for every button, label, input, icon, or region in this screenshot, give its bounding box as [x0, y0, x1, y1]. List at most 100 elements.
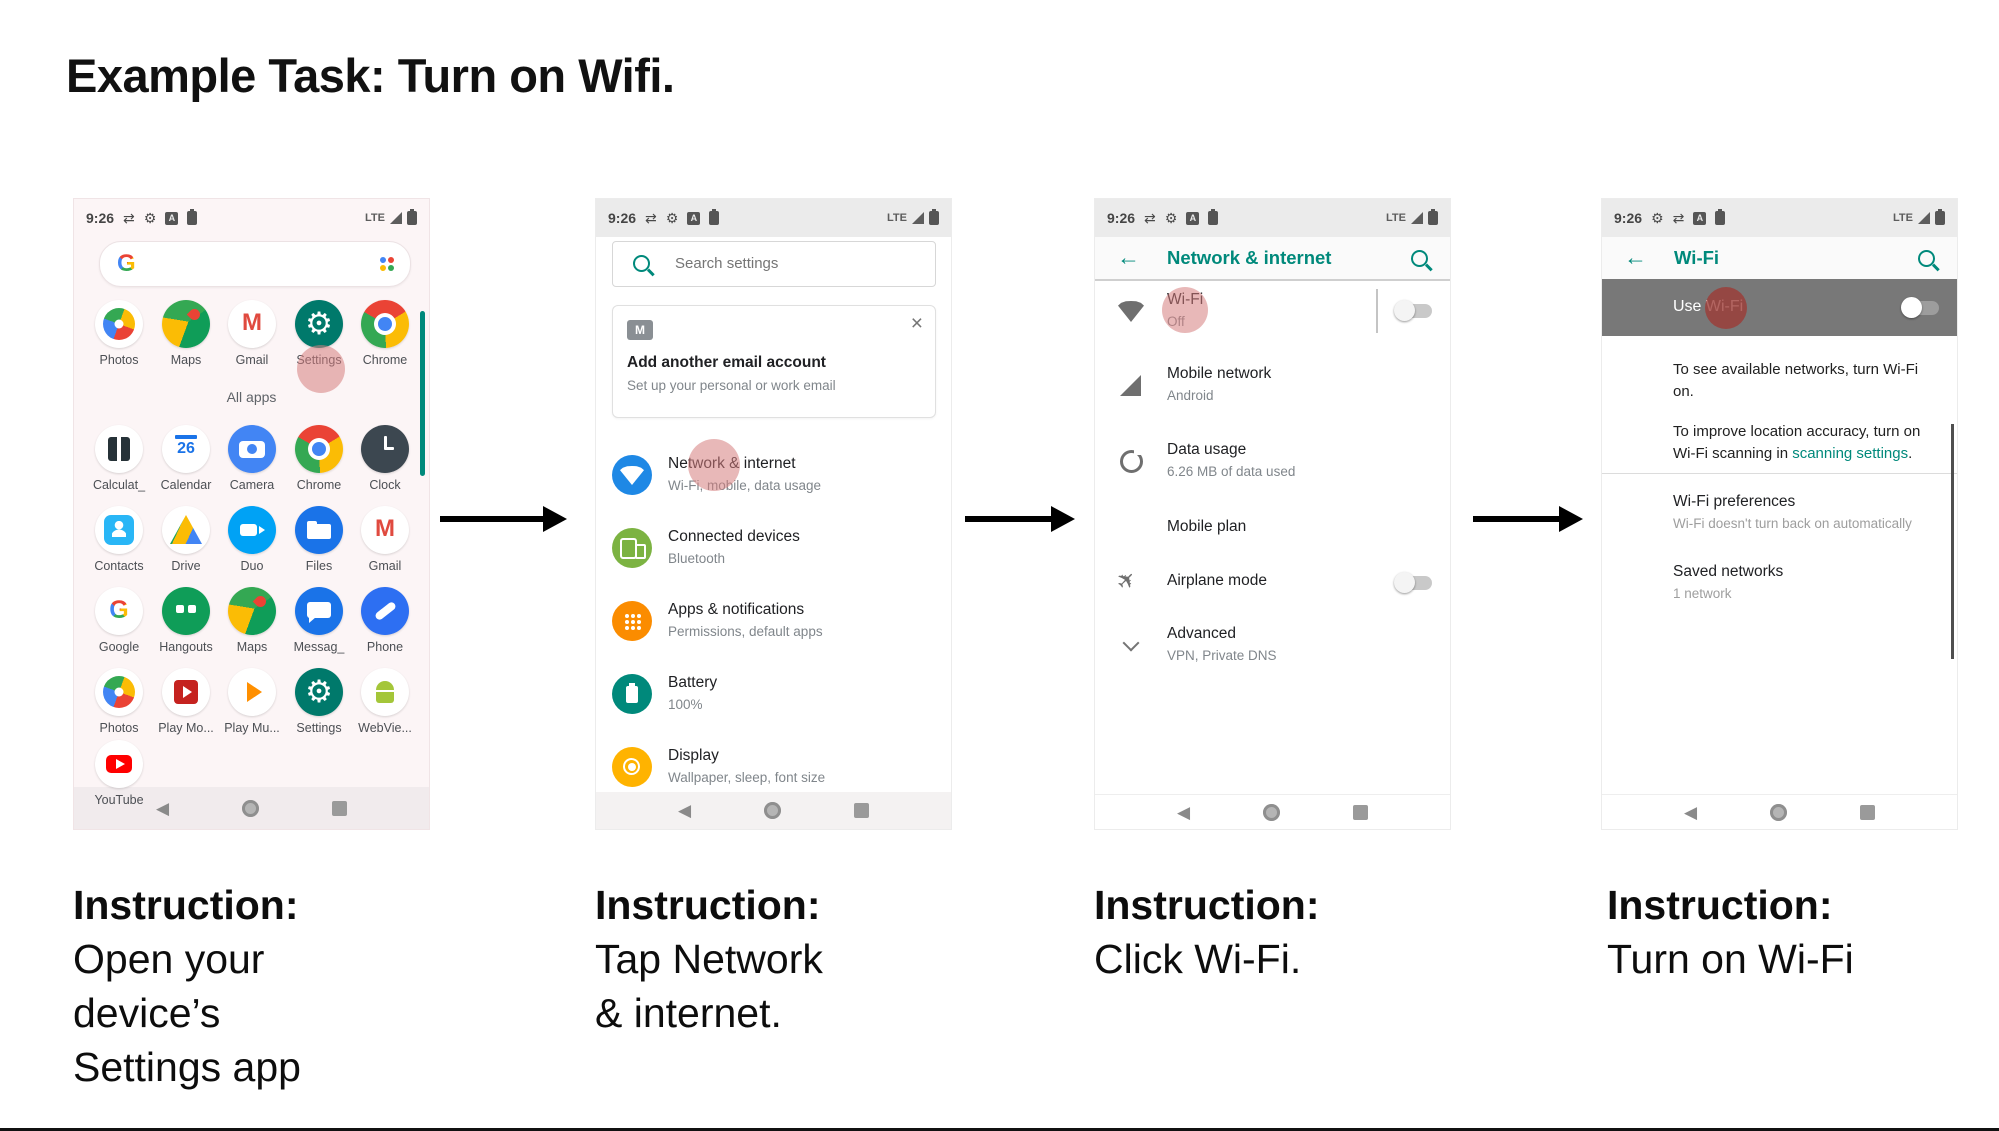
chrome-icon — [295, 425, 343, 473]
letter-a-icon — [165, 211, 179, 225]
app-chrome-2[interactable]: Chrome — [286, 425, 352, 492]
saved-networks-subtitle: 1 network — [1673, 586, 1732, 601]
wifi-toggle[interactable] — [1394, 300, 1432, 321]
use-wifi-banner[interactable]: Use Wi-Fi — [1602, 279, 1957, 336]
app-calendar[interactable]: Calendar — [153, 425, 219, 492]
flow-arrow — [965, 506, 1075, 532]
app-play-movies[interactable]: Play Mo... — [153, 668, 219, 735]
instruction-caption-1: Instruction: Open your device’s Settings… — [73, 882, 301, 1090]
nav-home-button[interactable] — [1263, 803, 1281, 821]
app-gmail-2[interactable]: Gmail — [352, 506, 418, 573]
app-photos[interactable]: Photos — [86, 300, 152, 367]
app-youtube[interactable]: YouTube — [86, 740, 152, 807]
settings-item-connected-devices[interactable]: Connected devices Bluetooth — [596, 520, 951, 576]
wifi-preferences-title[interactable]: Wi-Fi preferences — [1673, 493, 1796, 510]
letter-a-icon — [1186, 211, 1200, 225]
status-bar: 9:26 ⇄ ⚙ LTE — [1095, 199, 1450, 237]
launcher-scrollbar[interactable] — [420, 311, 425, 476]
tap-indicator — [297, 345, 345, 393]
settings-search-input[interactable]: Search settings — [612, 241, 936, 287]
google-search-bar[interactable]: G — [99, 241, 411, 287]
maps-icon — [228, 587, 276, 635]
scrollbar[interactable] — [1951, 424, 1954, 659]
nav-recents-button[interactable] — [332, 800, 348, 816]
mobile-network-row[interactable]: Mobile network Android — [1095, 357, 1450, 413]
app-webview[interactable]: WebVie... — [352, 668, 418, 735]
app-calculator[interactable]: Calculat_ — [86, 425, 152, 492]
search-icon[interactable] — [1411, 250, 1428, 267]
search-icon — [633, 255, 650, 272]
display-brightness-icon — [612, 747, 652, 787]
app-camera[interactable]: Camera — [219, 425, 285, 492]
app-files[interactable]: Files — [286, 506, 352, 573]
settings-item-battery[interactable]: Battery 100% — [596, 666, 951, 722]
scanning-settings-link[interactable]: scanning settings — [1792, 445, 1909, 462]
airplane-mode-row[interactable]: Airplane mode — [1095, 555, 1450, 611]
settings-item-network-internet[interactable]: Network & internet Wi-Fi, mobile, data u… — [596, 439, 951, 503]
saved-networks-title[interactable]: Saved networks — [1673, 563, 1784, 580]
sim-icon — [709, 209, 720, 225]
back-arrow-icon[interactable]: ← — [1117, 244, 1140, 270]
advanced-row[interactable]: Advanced VPN, Private DNS — [1095, 617, 1450, 673]
app-messages[interactable]: Messag_ — [286, 587, 352, 654]
email-suggestion-card[interactable]: × Add another email account Set up your … — [612, 305, 936, 418]
signal-icon — [1918, 212, 1930, 224]
app-duo[interactable]: Duo — [219, 506, 285, 573]
close-icon[interactable]: × — [910, 312, 923, 335]
use-wifi-toggle[interactable] — [1901, 297, 1939, 318]
app-play-music[interactable]: Play Mu... — [219, 668, 285, 735]
app-clock[interactable]: Clock — [352, 425, 418, 492]
maps-icon — [162, 300, 210, 348]
instruction-caption-2: Instruction: Tap Network & internet. — [595, 882, 823, 1036]
app-settings[interactable]: Settings — [286, 300, 352, 367]
app-google[interactable]: Google — [86, 587, 152, 654]
instruction-caption-4: Instruction: Turn on Wi-Fi — [1607, 882, 1854, 982]
nav-back-button[interactable]: ◀ — [155, 798, 170, 818]
app-chrome[interactable]: Chrome — [352, 300, 418, 367]
wifi-row[interactable]: Wi-Fi Off — [1095, 283, 1450, 339]
app-drive[interactable]: Drive — [153, 506, 219, 573]
app-contacts[interactable]: Contacts — [86, 506, 152, 573]
carrier-label: LTE — [365, 212, 385, 224]
nav-home-button[interactable] — [242, 799, 260, 817]
data-usage-row[interactable]: Data usage 6.26 MB of data used — [1095, 433, 1450, 489]
app-phone[interactable]: Phone — [352, 587, 418, 654]
hangouts-icon — [162, 587, 210, 635]
webview-icon — [361, 668, 409, 716]
settings-item-apps-notifications[interactable]: Apps & notifications Permissions, defaul… — [596, 593, 951, 649]
nav-bar: ◀ — [74, 787, 429, 829]
mobile-plan-row[interactable]: Mobile plan — [1167, 518, 1247, 535]
nav-recents-button[interactable] — [854, 803, 870, 818]
screen-header: ← Network & internet — [1095, 237, 1450, 281]
tap-indicator — [1162, 287, 1208, 333]
nav-recents-button[interactable] — [1860, 804, 1876, 820]
nav-home-button[interactable] — [1770, 803, 1788, 821]
nav-back-button[interactable]: ◀ — [1176, 802, 1191, 822]
figure-title-regular: Example Task: — [66, 49, 398, 102]
battery-icon — [929, 209, 939, 225]
app-gmail[interactable]: Gmail — [219, 300, 285, 367]
nav-back-button[interactable]: ◀ — [1683, 802, 1698, 822]
flow-arrow — [440, 506, 567, 532]
airplane-toggle[interactable] — [1394, 572, 1432, 593]
settings-item-display[interactable]: Display Wallpaper, sleep, font size — [596, 739, 951, 795]
app-settings-2[interactable]: Settings — [286, 668, 352, 735]
data-usage-icon — [1117, 447, 1145, 475]
contacts-icon — [95, 506, 143, 554]
nav-back-button[interactable]: ◀ — [677, 801, 692, 820]
app-maps-2[interactable]: Maps — [219, 587, 285, 654]
app-hangouts[interactable]: Hangouts — [153, 587, 219, 654]
app-maps[interactable]: Maps — [153, 300, 219, 367]
search-icon[interactable] — [1918, 250, 1935, 267]
gear-icon: ⚙ — [1651, 209, 1664, 226]
app-photos-2[interactable]: Photos — [86, 668, 152, 735]
back-arrow-icon[interactable]: ← — [1624, 244, 1647, 270]
clock-icon — [361, 425, 409, 473]
nav-recents-button[interactable] — [1353, 804, 1369, 820]
gear-icon: ⚙ — [665, 209, 679, 226]
nav-home-button[interactable] — [764, 802, 782, 819]
drive-icon — [162, 506, 210, 554]
assistant-icon[interactable] — [380, 257, 386, 263]
files-icon — [295, 506, 343, 554]
youtube-icon — [95, 740, 143, 788]
